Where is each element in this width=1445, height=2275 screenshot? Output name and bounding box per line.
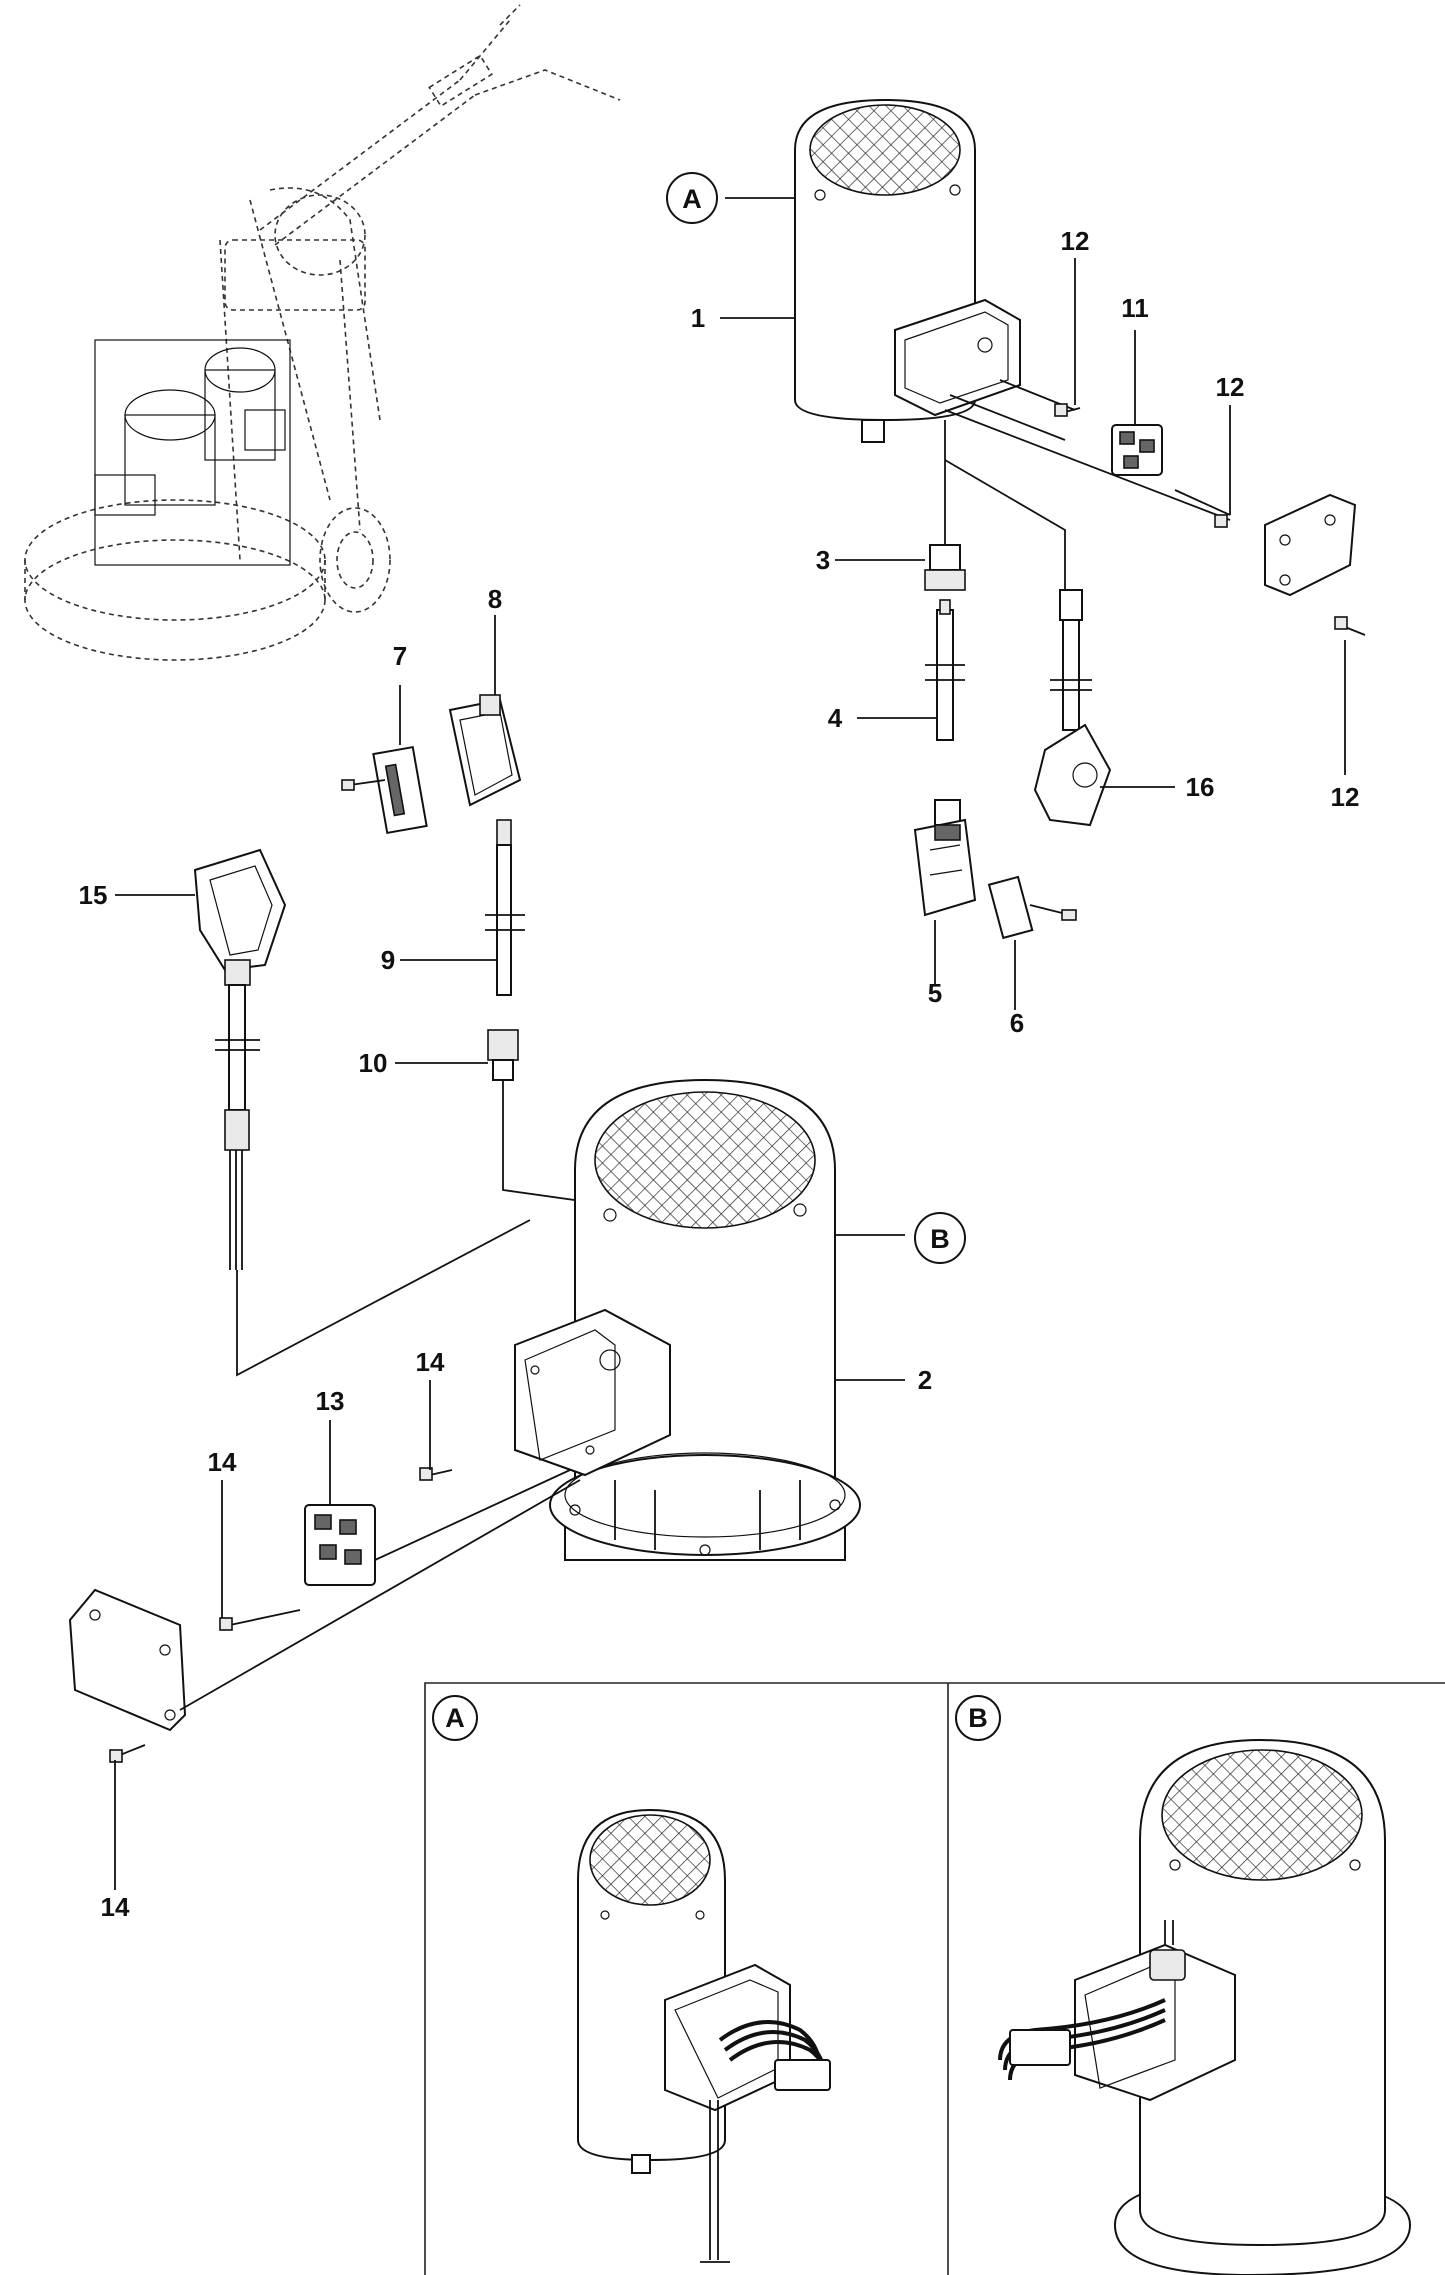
motor-1 <box>794 98 1021 443</box>
part-label-13: 13 <box>316 1386 345 1416</box>
part-label-14-left: 14 <box>208 1447 237 1477</box>
svg-text:A: A <box>445 1703 465 1733</box>
part-label-8: 8 <box>488 584 502 614</box>
screw-12-upper <box>1054 403 1081 417</box>
svg-text:B: B <box>930 1224 950 1254</box>
svg-text:B: B <box>968 1703 988 1733</box>
part-label-2: 2 <box>918 1365 932 1395</box>
callout-a-inset: A <box>432 1695 478 1741</box>
inset-b-motor <box>998 1738 1412 2275</box>
part-label-7: 7 <box>393 641 407 671</box>
connector-housing-8 <box>448 694 522 807</box>
part-label-11: 11 <box>1121 293 1149 323</box>
cable-4 <box>925 599 965 741</box>
part-label-4: 4 <box>828 703 843 733</box>
screw-14-upper <box>419 1467 453 1481</box>
part-label-9: 9 <box>381 945 395 975</box>
callout-b-main: B <box>914 1212 966 1264</box>
inset-a-motor <box>577 1808 831 2263</box>
cover-plate-lower <box>68 1479 581 1732</box>
motor-1-explode-lines <box>944 379 1231 590</box>
part-label-12-lower: 12 <box>1331 782 1360 812</box>
part-label-16: 16 <box>1186 772 1215 802</box>
detail-inset-frame <box>424 1682 1445 2275</box>
part-label-6: 6 <box>1010 1008 1024 1038</box>
terminal-block-13 <box>304 1469 571 1586</box>
screw-12-lower <box>1334 616 1366 636</box>
part-label-1: 1 <box>691 303 705 333</box>
callout-b-inset: B <box>955 1695 1001 1741</box>
part-label-12-upper: 12 <box>1061 226 1090 256</box>
connector-housing-5 <box>913 799 977 917</box>
screw-14-left <box>219 1609 301 1631</box>
connector-insert-6 <box>987 875 1077 940</box>
part-label-12-middle: 12 <box>1216 372 1245 402</box>
part-label-15: 15 <box>79 880 108 910</box>
cable-9 <box>485 819 525 996</box>
cable-gland-3 <box>924 544 966 591</box>
screw-14-lower <box>109 1744 146 1763</box>
screw-12-middle <box>1214 514 1228 528</box>
angled-connector-16 <box>1033 589 1112 827</box>
part-label-14-upper: 14 <box>416 1347 445 1377</box>
cover-plate-upper <box>1264 493 1357 597</box>
callout-a-top: A <box>666 172 718 224</box>
motor-2 <box>514 1078 861 1561</box>
part-label-5: 5 <box>928 978 942 1008</box>
leader-lines <box>114 197 1346 1890</box>
terminal-block-11 <box>1111 424 1163 476</box>
connector-insert-7 <box>341 745 428 835</box>
grinder-machine-overview <box>24 4 621 661</box>
svg-text:A: A <box>682 184 702 214</box>
part-label-3: 3 <box>816 545 830 575</box>
part-label-14-lower: 14 <box>101 1892 130 1922</box>
part-label-10: 10 <box>359 1048 388 1078</box>
angled-connector-15 <box>193 848 531 1377</box>
